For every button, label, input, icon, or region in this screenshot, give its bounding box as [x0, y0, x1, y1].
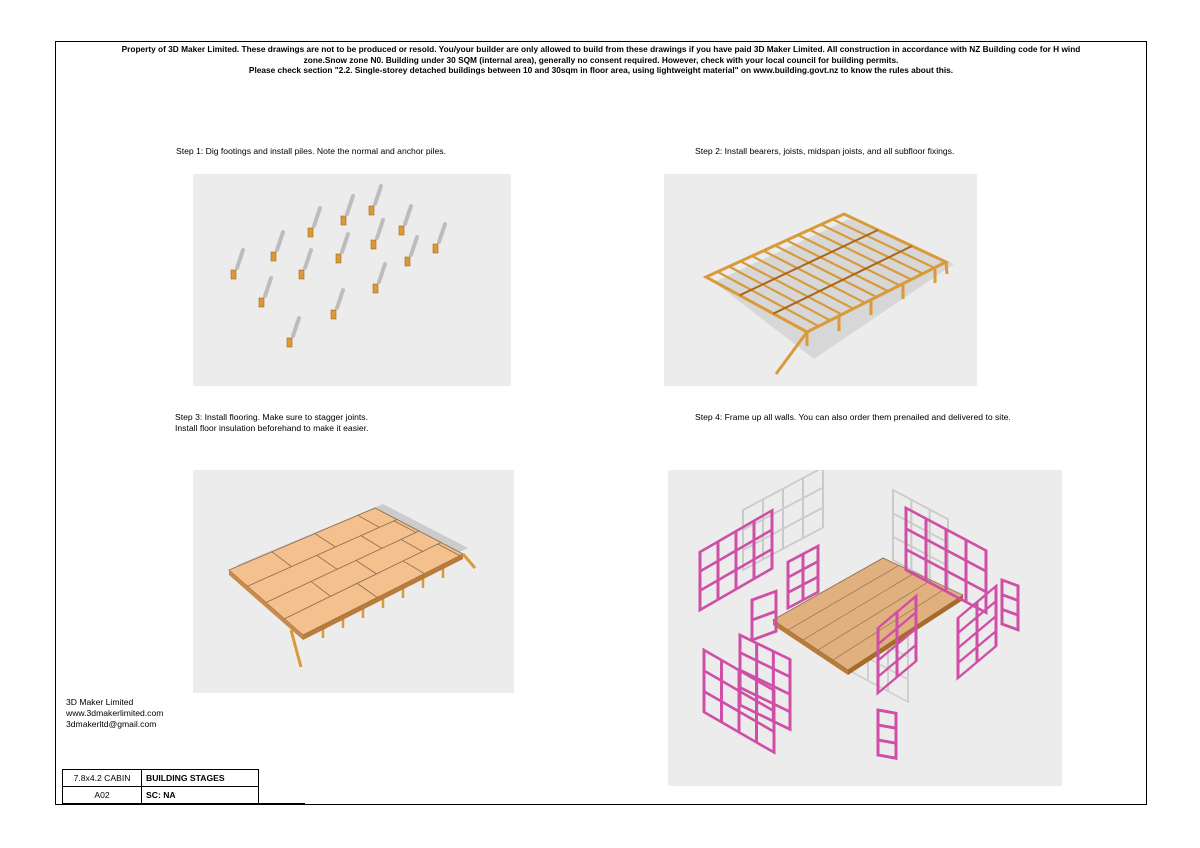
step-4-wall-framing-illustration — [668, 470, 1062, 786]
title-block: 7.8x4.2 CABIN BUILDING STAGES A02 SC: NA — [62, 769, 259, 804]
step-1-caption: Step 1: Dig footings and install piles. … — [176, 146, 446, 156]
title-block-rule — [257, 803, 305, 804]
sheet-number: A02 — [62, 786, 142, 804]
notice-line-1: Property of 3D Maker Limited. These draw… — [121, 44, 1081, 54]
copyright-notice: Property of 3D Maker Limited. These draw… — [60, 44, 1142, 76]
drawing-title: BUILDING STAGES — [141, 769, 259, 787]
flooring-drawing — [228, 504, 477, 668]
step-1-piles-illustration — [193, 174, 511, 386]
notice-line-2: zone.Snow zone N0. Building under 30 SQM… — [303, 54, 899, 65]
wall-framing-drawing — [698, 470, 1020, 760]
drawing-scale: SC: NA — [141, 786, 259, 804]
company-info: 3D Maker Limited www.3dmakerlimited.com … — [66, 697, 163, 730]
step-3-caption-line-1: Step 3: Install flooring. Make sure to s… — [175, 412, 368, 422]
company-name: 3D Maker Limited — [66, 697, 134, 707]
project-name: 7.8x4.2 CABIN — [62, 769, 142, 787]
drawing-sheet-border — [55, 41, 1147, 805]
notice-line-3: Please check section "2.2. Single-storey… — [248, 65, 954, 75]
subfloor-frame-drawing — [702, 212, 954, 375]
company-email: 3dmakerltd@gmail.com — [66, 719, 157, 729]
piles-drawing — [230, 184, 447, 348]
step-2-caption: Step 2: Install bearers, joists, midspan… — [695, 146, 955, 156]
company-website: www.3dmakerlimited.com — [66, 708, 164, 718]
step-3-caption-line-2: Install floor insulation beforehand to m… — [175, 423, 369, 433]
step-4-caption: Step 4: Frame up all walls. You can also… — [695, 412, 1011, 422]
step-2-subfloor-illustration — [664, 174, 977, 386]
step-3-flooring-illustration — [193, 470, 514, 693]
